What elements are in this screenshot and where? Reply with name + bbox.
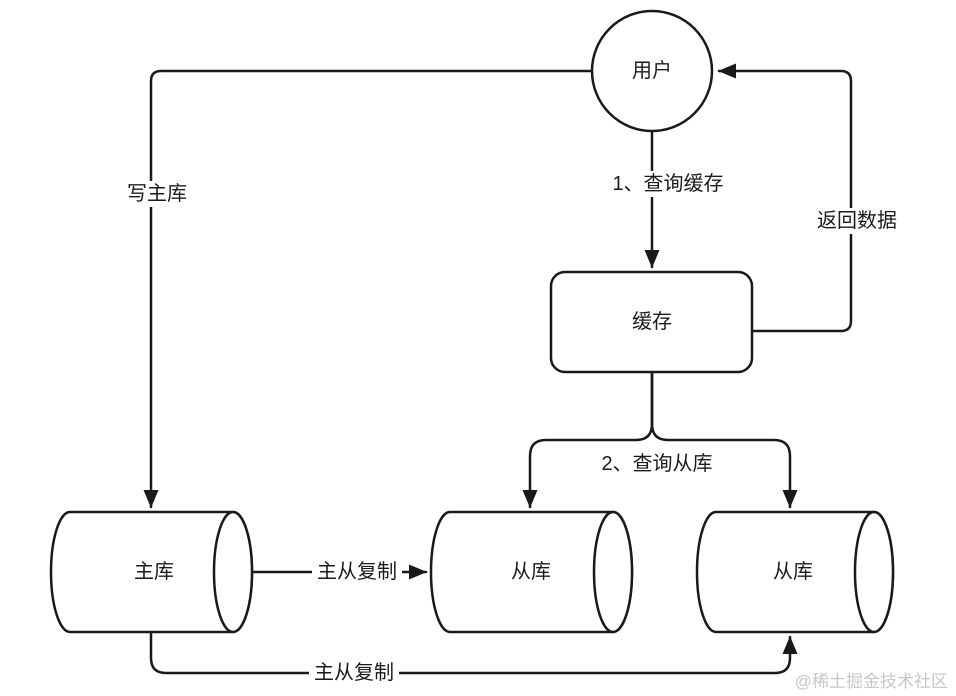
node-user-label: 用户 (632, 60, 672, 82)
node-user-shape (590, 9, 714, 133)
edge-cache-query-slave2 (650, 370, 798, 509)
node-master-label: 主库 (134, 561, 174, 583)
node-slave2-rim (853, 510, 895, 634)
edge-label-return-data: 返回数据 (812, 208, 902, 234)
node-cache-label: 缓存 (632, 311, 672, 333)
node-slave1-label: 从库 (511, 561, 551, 583)
node-master-rim (212, 510, 254, 634)
edge-label-replication-mid: 主从复制 (312, 559, 402, 585)
node-cache-shape (549, 270, 754, 374)
watermark-text: @稀土掘金技术社区 (794, 672, 948, 691)
node-slave2-label: 从库 (773, 561, 813, 583)
edge-label-query-slave: 2、查询从库 (596, 451, 718, 477)
edge-cache-return-user (717, 63, 853, 333)
edge-label-write-master: 写主库 (122, 181, 192, 207)
edge-cache-query-slave1 (522, 370, 654, 509)
edge-label-query-cache: 1、查询缓存 (607, 171, 729, 197)
edge-user-write-master (143, 69, 594, 509)
node-slave1-rim (592, 510, 634, 634)
edge-label-replication-bottom: 主从复制 (309, 660, 399, 686)
edge-master-replicate-slave2 (149, 630, 798, 675)
